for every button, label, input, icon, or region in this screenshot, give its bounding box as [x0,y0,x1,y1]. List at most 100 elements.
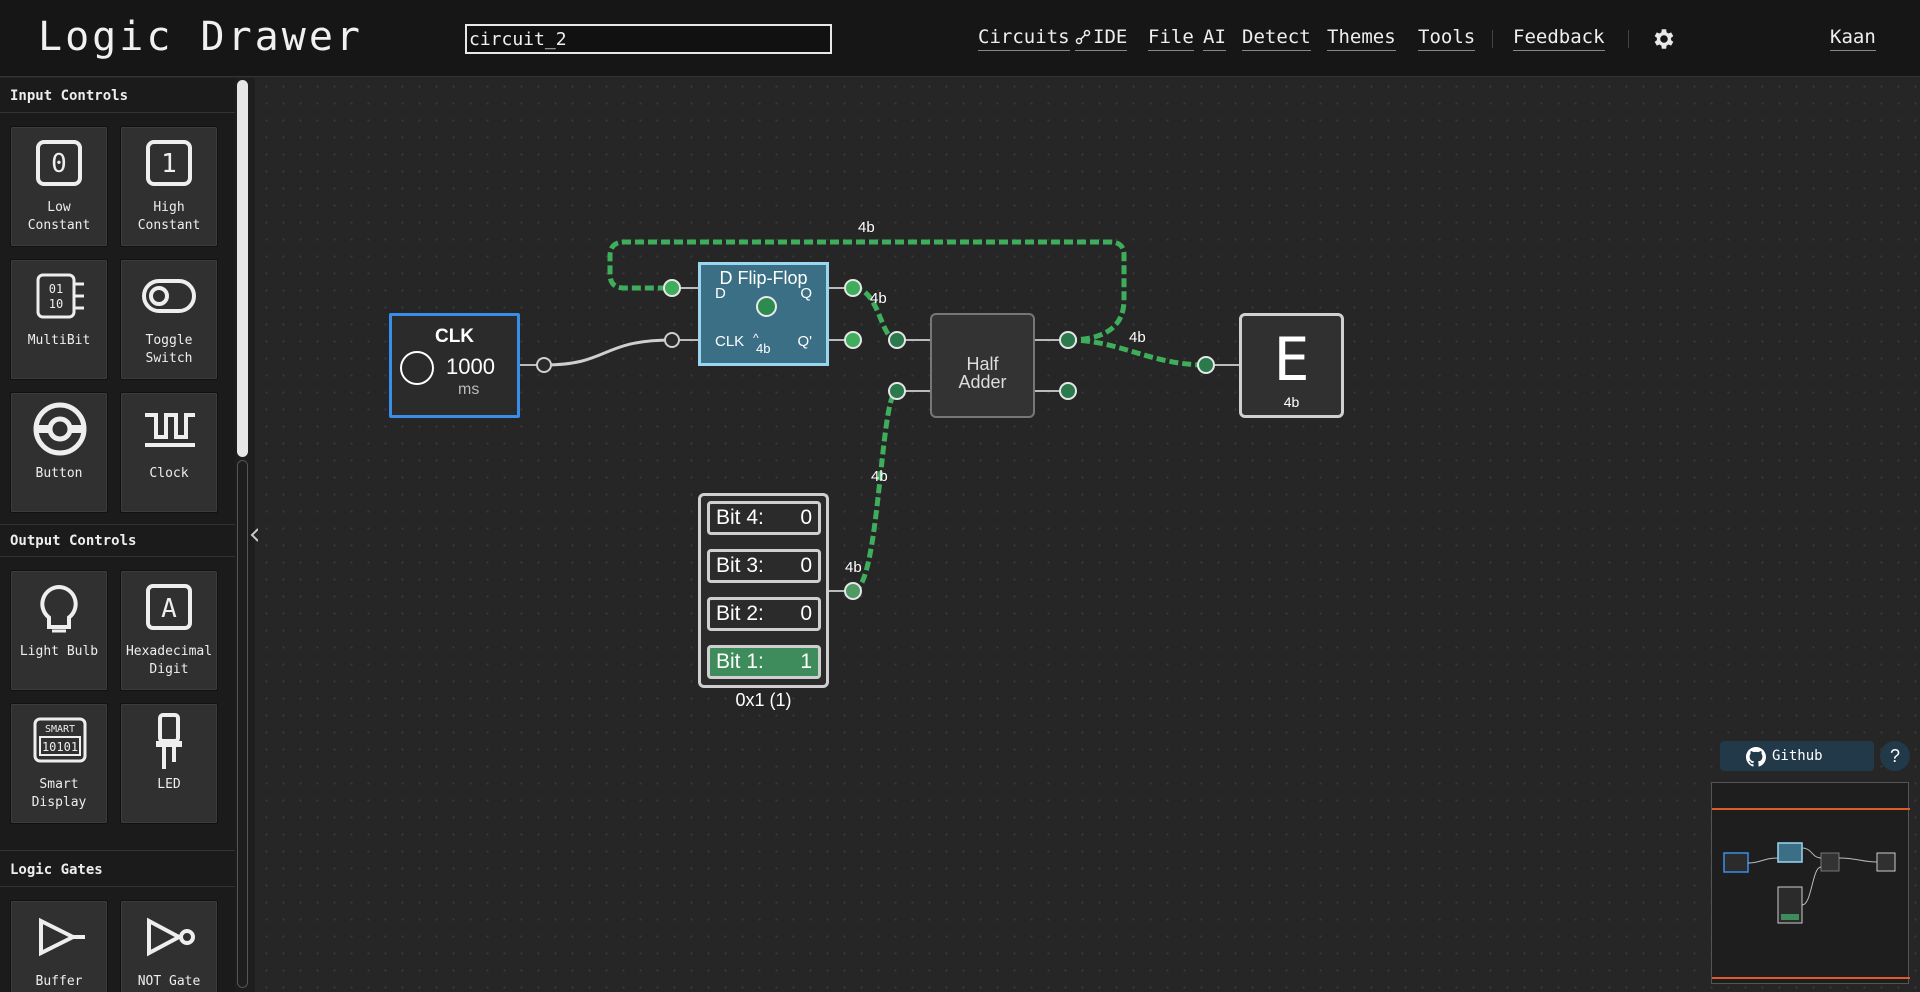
circuit-name-input[interactable] [465,24,832,54]
circuit-canvas[interactable] [258,78,1920,992]
toggle-switch-icon [142,279,196,313]
tile-not-gate[interactable]: NOT Gate [120,900,218,992]
pin-multibit-out[interactable] [844,582,862,600]
clock-component[interactable]: CLK 1000 ms [389,313,520,418]
sidebar-scroll-thumb[interactable] [237,80,248,457]
pin-adder-sum[interactable] [1059,331,1077,349]
multibit-glyph: 10 [49,297,63,311]
section-divider [0,524,235,525]
clock-indicator[interactable] [400,351,434,385]
pin-clock-out[interactable] [536,357,552,373]
minimap-adder [1820,852,1840,872]
tile-button[interactable]: Button [10,392,108,513]
nav-file[interactable]: File [1148,26,1194,51]
sidebar-scroll-track[interactable] [237,460,248,988]
tile-label-line: Low [47,200,71,215]
section-title-logic-gates: Logic Gates [10,862,103,878]
pin-dff-clk[interactable] [664,332,680,348]
github-label: Github [1772,748,1823,764]
nav-feedback[interactable]: Feedback [1513,26,1605,51]
tile-label-line: Digit [149,662,189,677]
pin-display-in[interactable] [1197,356,1215,374]
bit-2-row[interactable]: Bit 2:0 [707,597,821,631]
wire-multibit-to-adder[interactable] [851,388,899,594]
tile-label-line: Button [35,466,83,481]
dff-title: D Flip-Flop [719,268,808,288]
pin-adder-b[interactable] [888,382,906,400]
tile-light-bulb[interactable]: Light Bulb [10,570,108,691]
section-divider [0,886,235,887]
tile-label-line: LED [157,777,181,792]
wire-width-label: 4b [870,290,887,307]
bit-value: 0 [800,554,812,577]
dff-pin-qn-label: Q' [797,333,812,350]
tile-clock[interactable]: Clock [120,392,218,513]
pin-dff-qn[interactable] [844,331,862,349]
d-flip-flop-component[interactable]: D Flip-Flop D Q CLK ^ 4b Q' [698,262,829,366]
minimap[interactable] [1711,782,1910,984]
hex-digit-display[interactable]: E 4b [1239,313,1344,418]
half-adder-title-line: Adder [958,372,1007,392]
wire-clock-to-dff[interactable] [543,338,673,367]
collapse-sidebar-icon[interactable] [246,526,264,544]
tile-led[interactable]: LED [120,703,218,824]
clock-title: CLK [434,326,475,347]
nav-ide[interactable]: IDE [1075,26,1128,51]
nav-ai[interactable]: AI [1203,26,1226,51]
wire-width-label: 4b [858,219,875,236]
app-title: Logic Drawer [38,14,363,60]
tile-buffer-gate[interactable]: Buffer [10,900,108,992]
pin-dff-q[interactable] [844,279,862,297]
tile-label-line: High [153,200,185,215]
bit-value: 0 [800,506,812,529]
github-button[interactable]: Github [1720,741,1874,771]
help-button[interactable]: ? [1880,741,1910,771]
tile-label-line: Toggle [145,333,193,348]
nav-detect[interactable]: Detect [1242,26,1311,51]
gear-icon[interactable] [1650,26,1676,52]
github-icon [1746,747,1766,767]
bit-1-row[interactable]: Bit 1: 1 [707,645,821,679]
nav-tools[interactable]: Tools [1418,26,1476,51]
wire-dff-feedback[interactable] [607,239,1127,343]
buffer-gate-icon [39,917,85,957]
tile-label: NOT Gate [121,973,217,991]
tile-label-line: Clock [149,466,189,481]
user-menu[interactable]: Kaan [1830,26,1876,51]
tile-label-line: Constant [27,218,91,233]
nav-circuits[interactable]: Circuits [978,26,1070,51]
bit-value: 1 [800,650,812,673]
nav-themes[interactable]: Themes [1327,26,1396,51]
bit-3-row[interactable]: Bit 3:0 [707,549,821,583]
multibit-component[interactable]: Bit 4:0 Bit 3:0 Bit 2:0 Bit 1: 1 [698,493,829,688]
tile-label: Buffer [11,973,107,991]
pin-adder-carry[interactable] [1059,382,1077,400]
bit-name: Bit 1: [716,650,764,673]
ide-icon [1075,29,1091,45]
low-constant-icon: 0 [36,140,82,186]
dff-pin-clk-label: CLK [715,333,745,350]
wire-adder-to-display[interactable] [1067,337,1207,368]
pin-dff-d[interactable] [663,279,681,297]
pin-adder-a[interactable] [888,331,906,349]
nav-divider [1492,30,1493,48]
bit-4-row[interactable]: Bit 4:0 [707,501,821,535]
minimap-dff [1777,842,1803,863]
dff-pin-d-label: D [715,285,726,302]
